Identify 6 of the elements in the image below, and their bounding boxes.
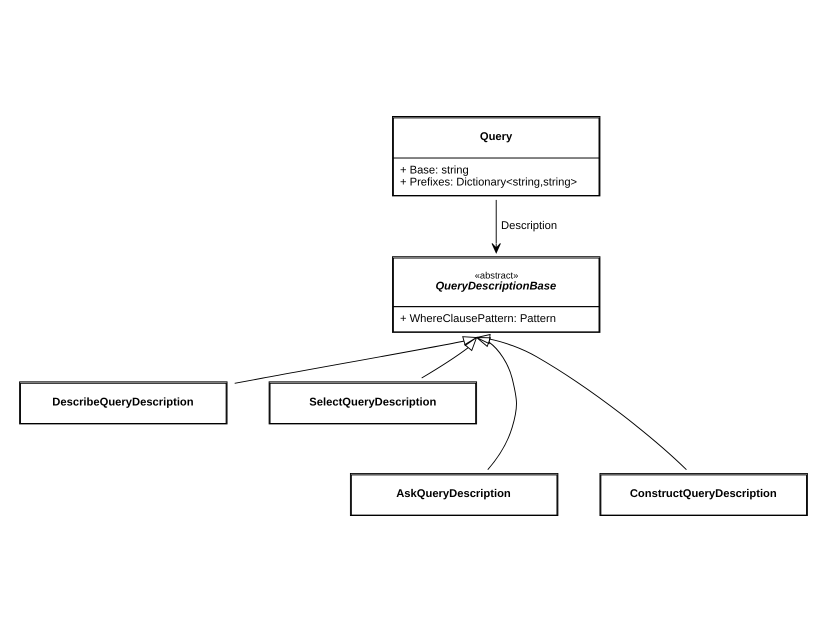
arrow [492,199,501,254]
arrow [234,336,478,384]
arrow [475,337,517,470]
edge-label: Description [501,220,558,232]
arrow [475,334,687,470]
arrow [421,336,478,378]
